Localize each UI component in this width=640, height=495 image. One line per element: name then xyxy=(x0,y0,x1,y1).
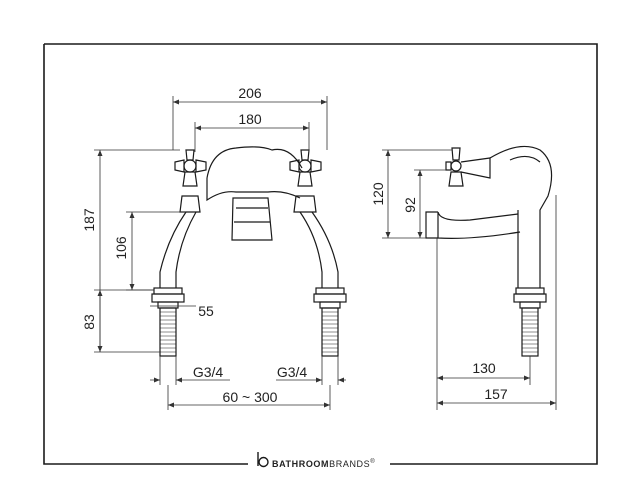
spout-front xyxy=(231,197,273,241)
svg-text:BATHROOMBRANDS®: BATHROOMBRANDS® xyxy=(272,458,375,469)
dim-tail-length: 83 xyxy=(81,314,97,330)
right-tail xyxy=(313,287,347,357)
b-logo-icon xyxy=(257,452,269,468)
left-handle xyxy=(174,149,207,213)
side-arrowheads xyxy=(385,150,556,406)
side-tail xyxy=(513,287,547,357)
dim-centre-range: 60 ~ 300 xyxy=(223,389,278,405)
front-view xyxy=(151,146,347,357)
side-body xyxy=(489,145,553,288)
dim-overall-height: 187 xyxy=(81,208,97,232)
dim-overall-width: 206 xyxy=(238,85,262,101)
dim-overall-depth: 157 xyxy=(484,386,508,402)
front-arrowheads xyxy=(97,99,344,408)
dim-tail-diameter: 55 xyxy=(198,303,214,319)
dim-side-height: 120 xyxy=(370,182,386,206)
brand-name-light: BRANDS xyxy=(329,459,370,469)
brand-name-bold: BATHROOM xyxy=(272,459,329,469)
dim-spout-reach: 130 xyxy=(472,360,496,376)
left-leg xyxy=(159,211,197,288)
left-tail xyxy=(151,287,185,357)
side-dimension-lines xyxy=(382,149,557,410)
front-dimension-lines xyxy=(94,96,346,410)
side-view xyxy=(425,145,553,357)
trademark-symbol: ® xyxy=(370,458,375,465)
right-handle xyxy=(289,149,322,213)
tap-body xyxy=(206,146,303,179)
side-spout xyxy=(437,211,521,239)
brand-logo: BATHROOMBRANDS® xyxy=(257,452,375,469)
dim-spout-height: 92 xyxy=(402,197,418,213)
dim-centres: 180 xyxy=(238,111,262,127)
dim-inlet-left: G3/4 xyxy=(193,364,224,380)
right-leg xyxy=(299,211,339,288)
dim-inlet-right: G3/4 xyxy=(277,364,308,380)
dim-height-to-inlet: 106 xyxy=(113,236,129,260)
side-handle xyxy=(445,147,491,187)
drawing-frame xyxy=(43,43,598,465)
